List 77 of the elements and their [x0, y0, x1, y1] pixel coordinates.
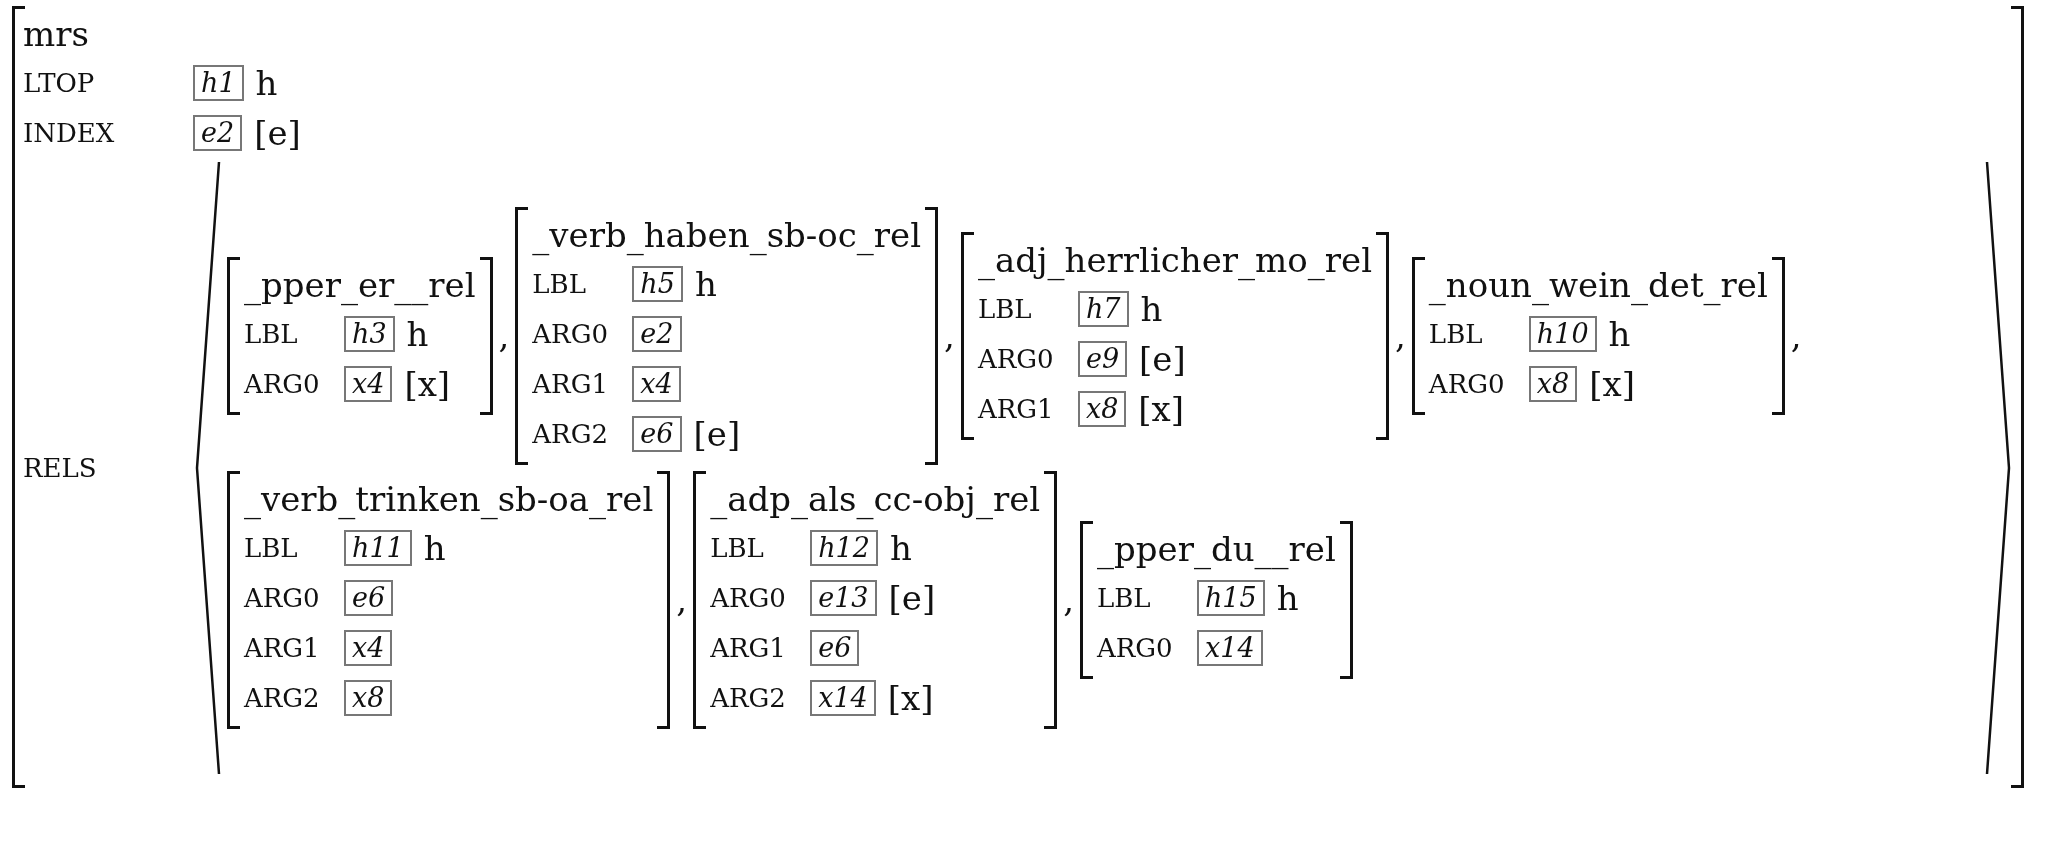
feature-name: RELS: [23, 453, 98, 483]
comma: ,: [1395, 316, 1406, 356]
coindex-tag: h3: [344, 316, 395, 352]
relation-type: _verb_trinken_sb-oa_rel: [244, 478, 654, 522]
type-value: [e]: [693, 414, 741, 454]
matrix-type: mrs: [23, 13, 89, 56]
coindex-tag: h5: [632, 266, 683, 302]
feature-name: ARG1: [977, 394, 1055, 424]
coindex-tag: x4: [344, 366, 393, 402]
coindex-tag: x8: [344, 680, 393, 716]
type-value: [x]: [1138, 389, 1185, 429]
comma: ,: [676, 580, 688, 620]
type-value: h: [694, 264, 717, 304]
coindex-tag: x4: [632, 366, 681, 402]
type-value: h: [423, 528, 446, 568]
coindex-tag: e6: [344, 580, 394, 616]
feature-name: ARG2: [710, 683, 787, 713]
coindex-tag: e6: [632, 416, 682, 452]
type-value: [x]: [404, 364, 451, 404]
feature-name: ARG2: [532, 419, 609, 449]
feature-name: LBL: [977, 294, 1033, 324]
feature-name: ARG0: [1097, 633, 1174, 663]
feature-name: LBL: [1097, 583, 1152, 613]
coindex-tag: e6: [810, 630, 860, 666]
comma: ,: [1790, 316, 1802, 356]
feature-name: LTOP: [23, 68, 96, 98]
coindex-tag: x8: [1077, 391, 1127, 427]
feature-name: LBL: [710, 533, 765, 563]
type-value: h: [1276, 578, 1299, 618]
coindex-tag: e13: [810, 580, 877, 616]
feature-name: ARG0: [1428, 369, 1506, 399]
type-value: h: [255, 63, 278, 103]
coindex-tag: e2: [193, 115, 243, 151]
relation-type: _verb_haben_sb-oc_rel: [532, 214, 922, 258]
feature-name: ARG0: [977, 344, 1055, 374]
comma: ,: [1063, 580, 1074, 620]
coindex-tag: h7: [1077, 291, 1129, 327]
coindex-tag: e9: [1077, 341, 1128, 377]
relation-type: _pper_du__rel: [1097, 528, 1336, 572]
feature-name: ARG1: [710, 633, 787, 663]
relation-type: _adj_herrlicher_mo_rel: [977, 239, 1373, 283]
coindex-tag: x14: [1197, 630, 1263, 666]
feature-name: LBL: [1428, 319, 1484, 349]
type-value: [e]: [1139, 339, 1186, 379]
type-value: [e]: [888, 578, 936, 618]
feature-name: ARG2: [244, 683, 321, 713]
coindex-tag: h1: [193, 65, 244, 101]
type-value: h: [1608, 314, 1631, 354]
type-value: h: [1140, 289, 1163, 329]
feature-name: INDEX: [23, 118, 116, 148]
type-value: [x]: [1589, 364, 1635, 404]
coindex-tag: h10: [1528, 316, 1597, 352]
feature-name: ARG0: [244, 583, 321, 613]
coindex-tag: x4: [344, 630, 393, 666]
feature-name: LBL: [244, 533, 299, 563]
feature-name: ARG0: [532, 319, 609, 349]
type-value: h: [406, 314, 429, 354]
feature-name: LBL: [244, 319, 299, 349]
relation-type: _pper_er__rel: [244, 264, 476, 308]
type-value: [x]: [887, 678, 934, 718]
coindex-tag: x8: [1528, 366, 1578, 402]
feature-name: ARG1: [244, 633, 321, 663]
coindex-tag: e2: [632, 316, 682, 352]
comma: ,: [944, 316, 955, 356]
coindex-tag: h12: [810, 530, 878, 566]
coindex-tag: x14: [810, 680, 876, 716]
coindex-tag: h11: [344, 530, 412, 566]
comma: ,: [498, 316, 510, 356]
feature-name: LBL: [532, 269, 587, 299]
feature-name: ARG0: [244, 369, 321, 399]
feature-name: ARG0: [710, 583, 787, 613]
relation-type: _noun_wein_det_rel: [1428, 264, 1768, 308]
coindex-tag: h15: [1197, 580, 1265, 616]
type-value: h: [889, 528, 912, 568]
relation-type: _adp_als_cc-obj_rel: [710, 478, 1041, 522]
type-value: [e]: [254, 113, 301, 153]
feature-name: ARG1: [532, 369, 609, 399]
